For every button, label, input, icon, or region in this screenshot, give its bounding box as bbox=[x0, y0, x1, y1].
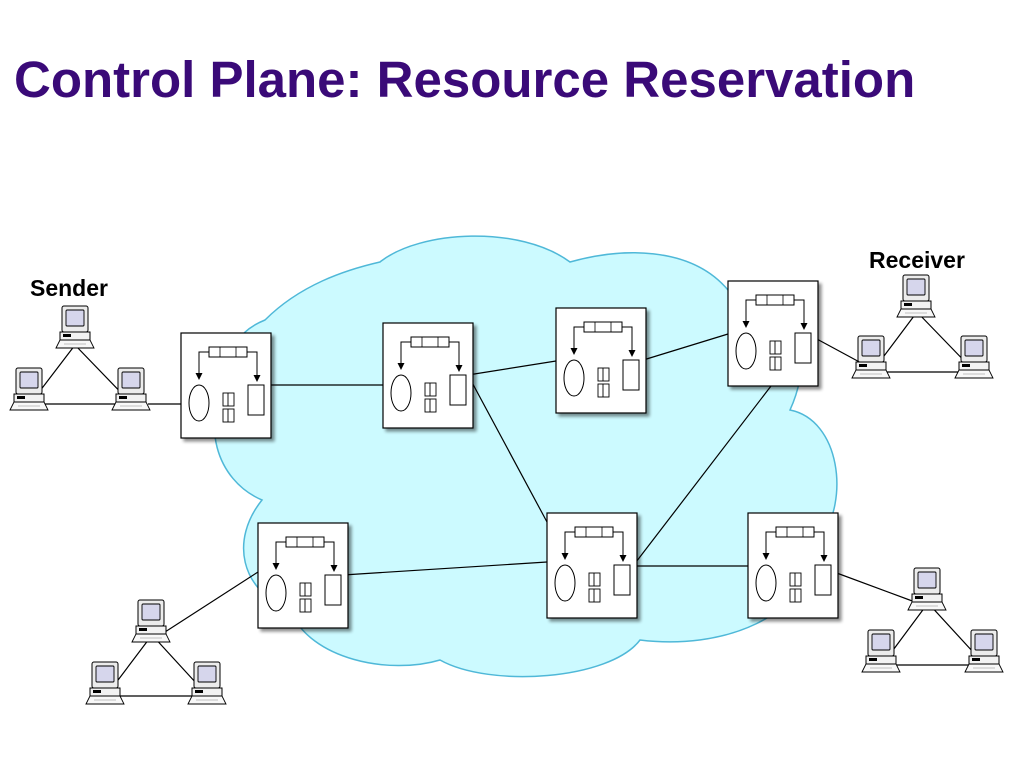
router-icon bbox=[748, 513, 838, 618]
router-links bbox=[270, 333, 772, 576]
computer-icon bbox=[964, 629, 1004, 673]
access-links bbox=[148, 337, 916, 633]
sender-label: Sender bbox=[30, 275, 108, 301]
computer-icon bbox=[111, 367, 151, 411]
router-icon bbox=[383, 323, 473, 428]
computer-icon bbox=[954, 335, 994, 379]
router-icon bbox=[258, 523, 348, 628]
computer-icon bbox=[85, 661, 125, 705]
router-icon bbox=[728, 281, 818, 386]
computer-icon bbox=[907, 567, 947, 611]
computer-icon bbox=[861, 629, 901, 673]
slide-title: Control Plane: Resource Reservation bbox=[14, 51, 916, 108]
computer-icon bbox=[131, 599, 171, 643]
receiver-label: Receiver bbox=[869, 247, 965, 273]
computer-icon bbox=[187, 661, 227, 705]
router-icon bbox=[181, 333, 271, 438]
router-icon bbox=[556, 308, 646, 413]
computer-icon bbox=[9, 367, 49, 411]
router-icon bbox=[547, 513, 637, 618]
computer-icon bbox=[851, 335, 891, 379]
computer-icon bbox=[55, 305, 95, 349]
host-triangles bbox=[28, 311, 987, 697]
computer-icon bbox=[896, 274, 936, 318]
